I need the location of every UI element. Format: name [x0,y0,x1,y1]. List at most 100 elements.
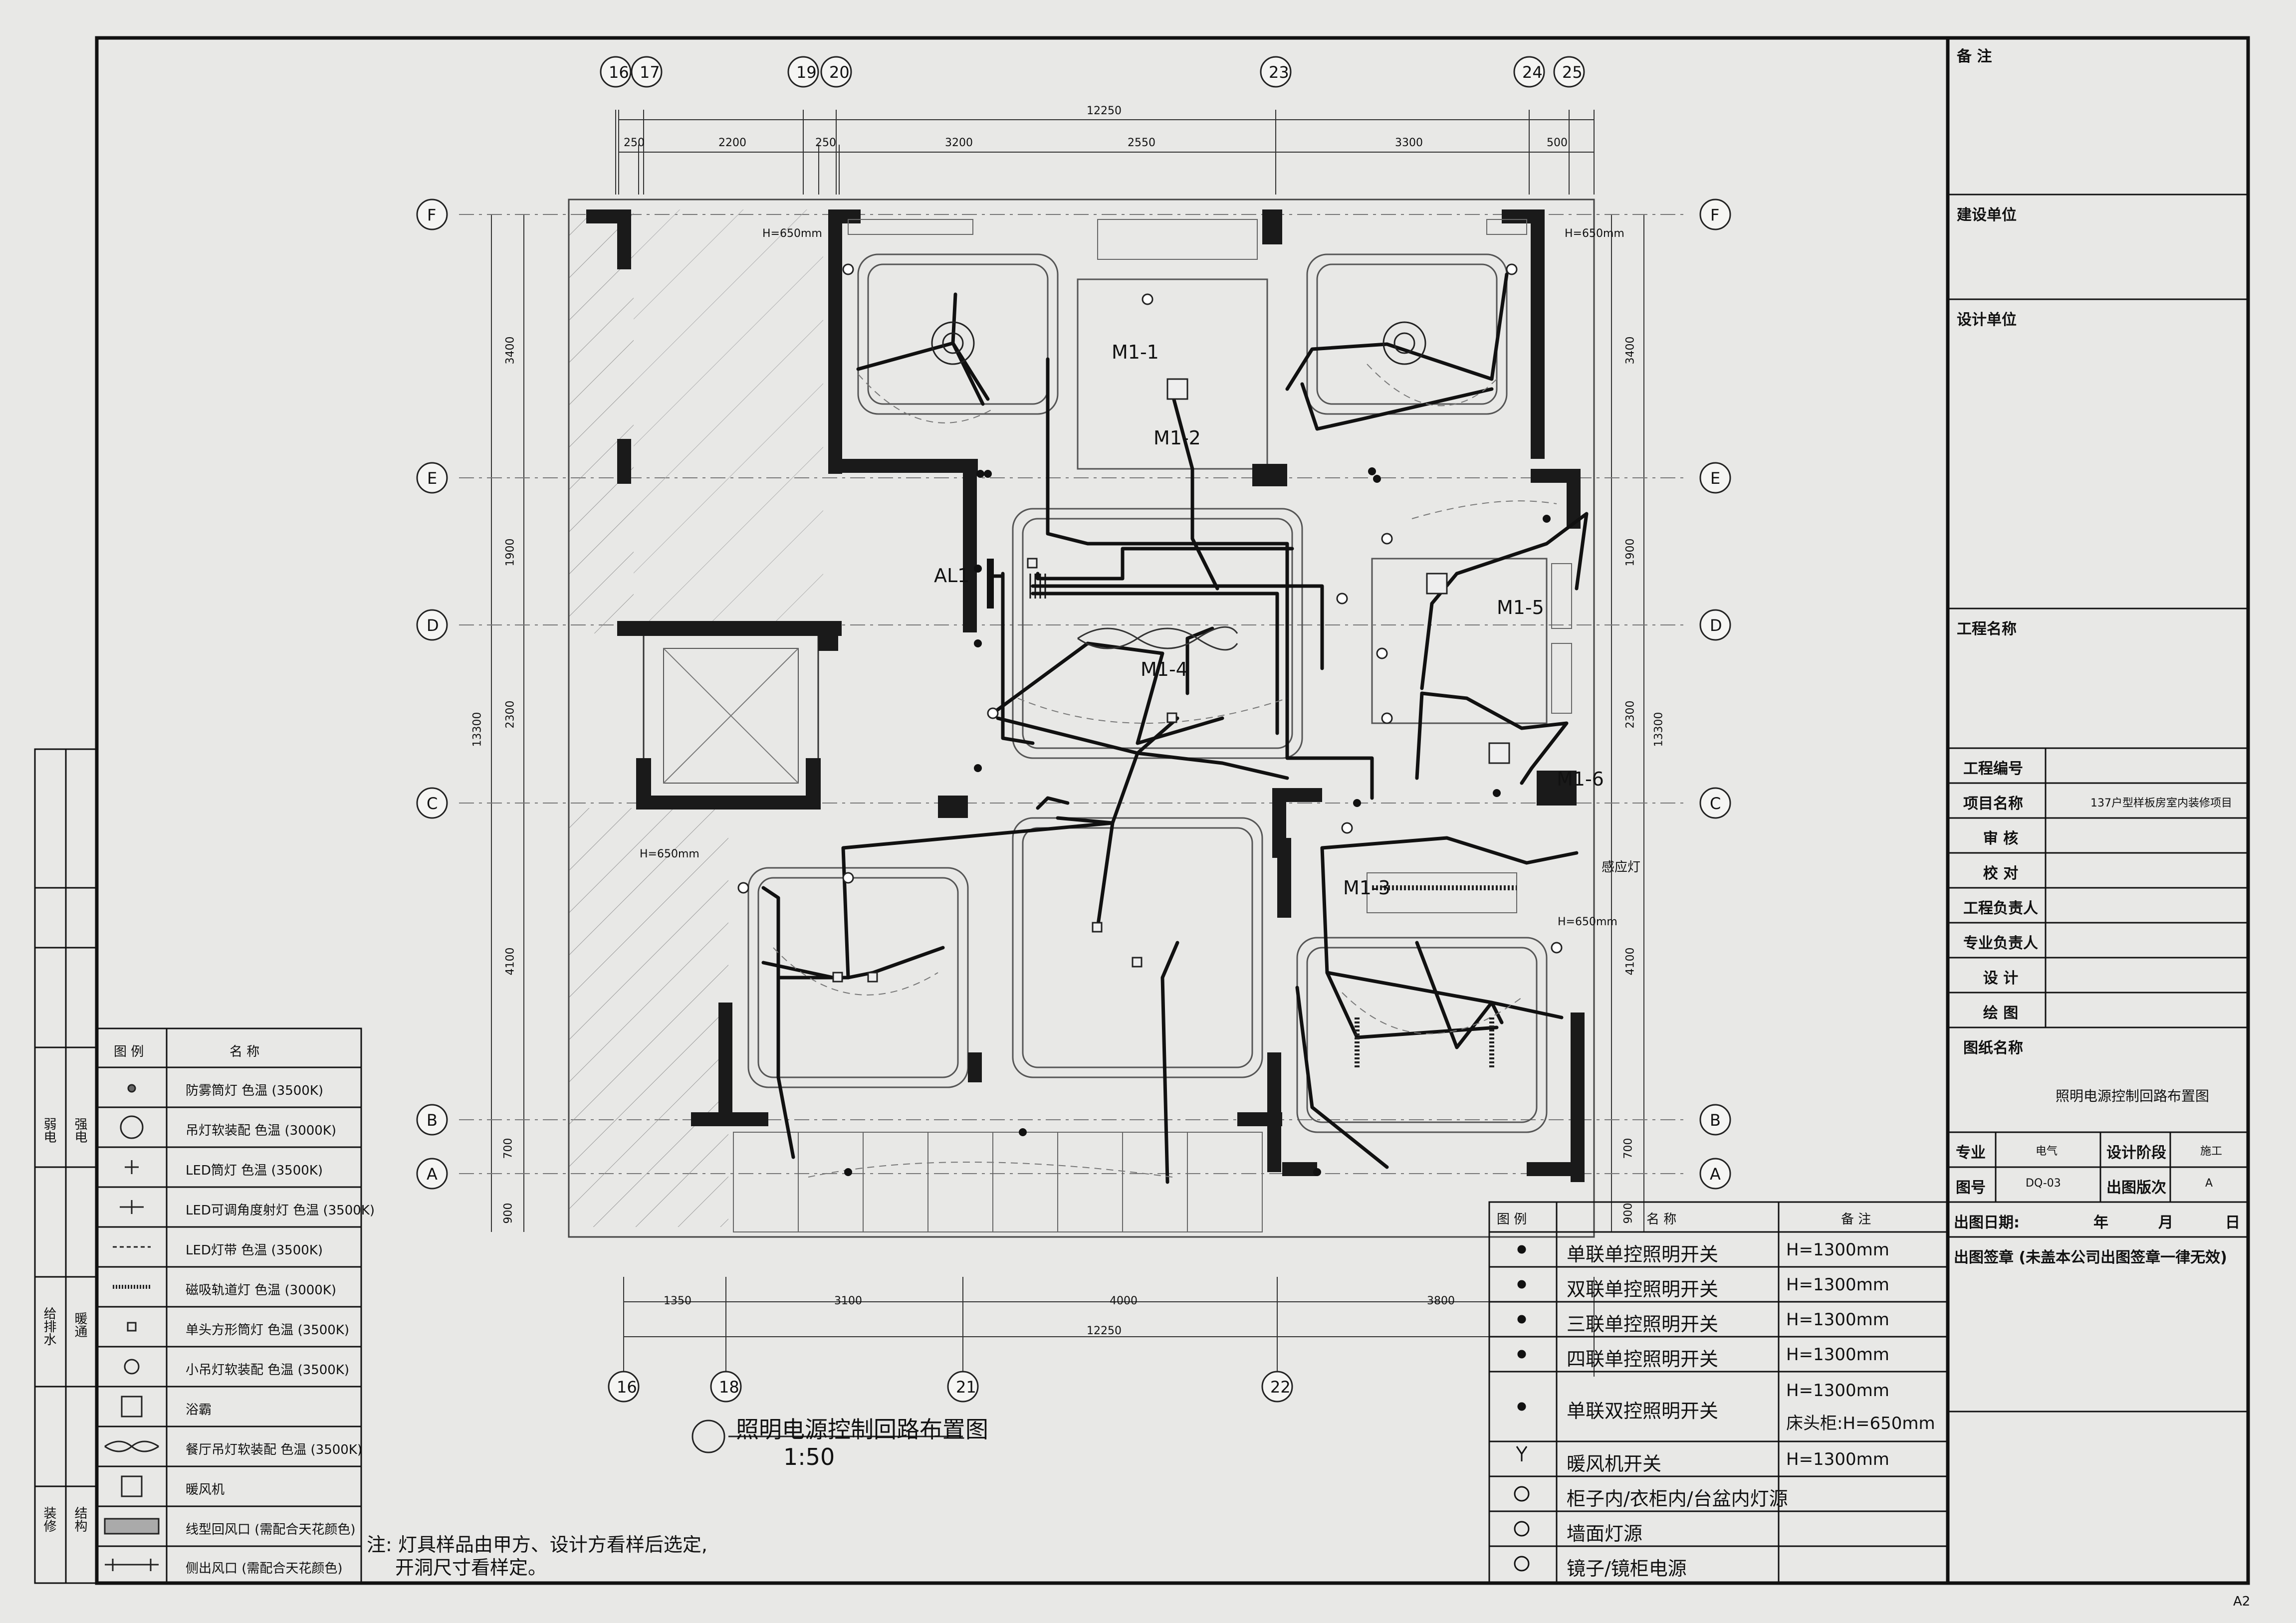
switch-item-1: 单联单控照明开关 [1567,1243,1719,1265]
dim-bottom-3: 4000 [1110,1295,1138,1307]
dim-top-6: 3300 [1395,137,1423,149]
switch-item-7: 柜子内/衣柜内/台盆内灯源 [1567,1488,1788,1510]
switch-note-5b: 床头柜:H=650mm [1786,1414,1935,1433]
dining-pendant-icon [104,1440,159,1452]
round-downlights [737,263,1563,954]
legend-item-7: 单头方形筒灯 色温 (3500K) [186,1323,350,1338]
panel-al1-label: AL1 [934,565,970,587]
axis-bottom-18: 18 [719,1378,739,1397]
dim-side-total: 13300 [471,712,484,747]
panel-al1-symbol [987,559,994,609]
row-right-c: C [1710,794,1721,813]
dim-side-right-4: 4100 [1624,947,1637,976]
axis-top-20: 20 [829,63,850,82]
height-tag-3: H=650mm [640,848,699,860]
dim-side-6: 900 [502,1203,515,1224]
row-left-f: F [427,205,437,224]
tb-discipline-value: 电气 [2036,1145,2058,1158]
ventilator-icon [121,1475,143,1497]
switch-header-name: 名 称 [1646,1212,1677,1227]
switch-legend-icons [1514,1245,1530,1572]
switch-item-8: 墙面灯源 [1567,1523,1643,1545]
small-pendant-icon [124,1359,140,1375]
walls [586,209,1585,1182]
hatched-zone-left-lower [569,808,728,1227]
legend-item-9: 浴霸 [186,1403,212,1418]
dim-side-right-1: 3400 [1624,336,1637,365]
left-strip [34,748,98,1584]
dim-side-right-5: 700 [1622,1138,1635,1159]
switch-item-4: 四联单控照明开关 [1567,1348,1719,1370]
axis-top-25: 25 [1562,63,1583,82]
row-right-a: A [1710,1165,1721,1184]
cabinets [733,219,1572,1232]
axis-bottom-16: 16 [617,1378,637,1397]
hatched-zone-core [634,209,823,628]
legend-table-lines [96,1027,362,1584]
bottom-dimensions [623,1277,1595,1377]
switch-header-symbol: 图 例 [1497,1212,1527,1227]
top-dimensions [615,110,1595,195]
row-right-e: E [1710,469,1721,488]
row-left-a: A [427,1165,438,1184]
circuit-m1-3: M1-3 [1343,877,1390,899]
magnetic-track [1355,885,1517,1067]
tb-project-name-label: 工程名称 [1957,620,2017,638]
tb-date-day: 日 [2225,1214,2240,1231]
ceiling-outlines [747,253,1548,1133]
dim-top-1: 250 [624,137,645,149]
switch-item-3: 三联单控照明开关 [1567,1313,1719,1335]
square-downlights [832,378,1510,983]
circuit-m1-4: M1-4 [1141,658,1188,680]
legend-item-11: 暖风机 [186,1482,225,1497]
dining-pendant [1077,626,1238,651]
sheet-size: A2 [2233,1594,2251,1609]
row-right-b: B [1710,1111,1721,1130]
tb-remarks: 备 注 [1957,48,1992,65]
tb-drawing-name-value: 照明电源控制回路布置图 [2056,1088,2210,1104]
dim-bottom-1: 1350 [664,1295,691,1307]
tb-review-label: 审 核 [1983,830,2019,847]
dim-bottom-total: 12250 [1087,1325,1122,1337]
square-downlight-icon [127,1322,137,1332]
axis-bottom-22: 22 [1270,1378,1291,1397]
sensor-light-label: 感应灯 [1602,860,1641,875]
dim-top-2: 2200 [718,137,746,149]
dim-top-5: 2550 [1128,137,1155,149]
axis-top-23: 23 [1269,63,1289,82]
strip-label-plumbing: 给排水 [41,1307,56,1346]
strip-label-hvac: 暖通 [72,1312,87,1338]
legend-icons [104,1084,160,1571]
linear-return-vent-icon [104,1518,160,1535]
dim-bottom-2: 3100 [834,1295,862,1307]
legend-item-1: 防雾筒灯 色温 (3500K) [186,1083,324,1098]
row-left-e: E [427,469,438,488]
legend-item-4: LED可调角度射灯 色温 (3500K) [186,1203,375,1218]
tb-draw-label: 绘 图 [1983,1005,2019,1022]
drawing-title: 照明电源控制回路布置图 [736,1416,988,1443]
tb-date-year: 年 [2093,1214,2108,1231]
tb-version-label: 出图版次 [2106,1179,2166,1197]
axis-top-24: 24 [1522,63,1543,82]
note-line-2: 开洞尺寸看样定。 [395,1557,547,1579]
switch-item-5: 单联双控照明开关 [1567,1400,1719,1422]
row-left-d: D [427,616,439,635]
row-left-c: C [427,794,438,813]
axis-top-16: 16 [609,63,629,82]
dim-top-7: 500 [1547,137,1568,149]
tb-stage-value: 施工 [2200,1145,2223,1158]
legend-item-12: 线型回风口 (需配合天花颜色) [186,1522,356,1537]
dim-bottom-4: 3800 [1427,1295,1455,1307]
circuit-m1-2: M1-2 [1153,427,1201,449]
title-block-lines [1948,194,2248,1413]
pendant-lamps [931,321,1426,365]
title-marker [691,1420,725,1453]
dim-side-right-3: 2300 [1624,700,1637,729]
led-adjustable-spot-icon [120,1200,144,1214]
switch-item-2: 双联单控照明开关 [1567,1278,1719,1300]
dim-top-4: 3200 [945,137,973,149]
switch-note-6: H=1300mm [1786,1449,1889,1469]
switch-note-2: H=1300mm [1786,1275,1889,1295]
circuit-m1-6: M1-6 [1557,768,1604,790]
